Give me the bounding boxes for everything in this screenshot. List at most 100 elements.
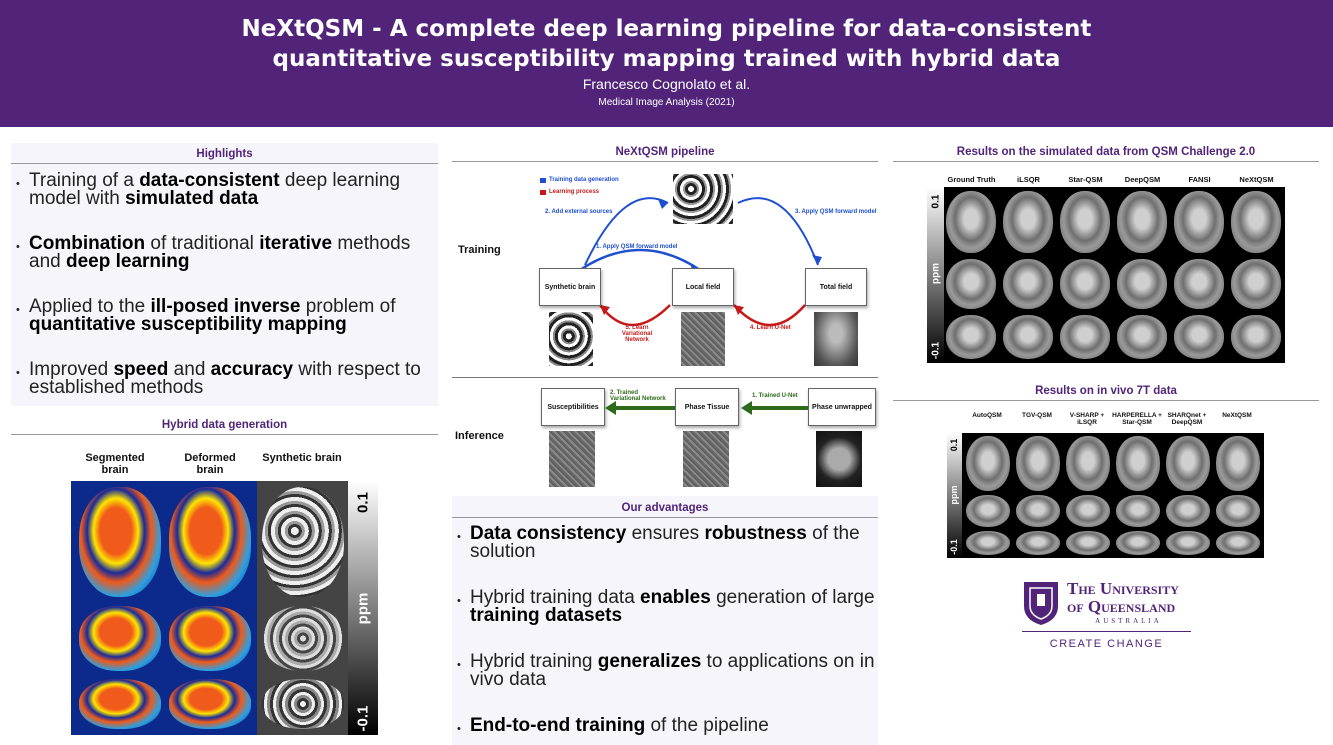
uq-wordmark: The University of Queensland: [1067, 580, 1179, 616]
pipeline-title: NeXtQSM pipeline: [452, 146, 878, 162]
title-line-1: NeXtQSM - A complete deep learning pipel…: [241, 16, 1092, 42]
training-synthetic-brain-image: [549, 312, 593, 366]
method-header: FANSI: [1188, 175, 1211, 184]
result-brain-slice: [1116, 436, 1160, 491]
deformed-brain-sagittal: [169, 679, 251, 729]
method-header: DeepQSM: [1124, 175, 1161, 184]
legend-gen-label: Training data generation: [549, 177, 619, 183]
segmented-brain-sagittal: [79, 679, 161, 729]
inference-phase-tissue-image: [683, 431, 729, 487]
segmented-brain-coronal: [79, 606, 161, 671]
highlights-title: Highlights: [11, 148, 438, 164]
uq-tagline: CREATE CHANGE: [1049, 638, 1164, 650]
method-header: TGV-QSM: [1022, 412, 1052, 419]
method-header: AutoQSM: [972, 412, 1002, 419]
pipeline-divider: [452, 377, 878, 378]
result-brain-slice: [1016, 531, 1060, 555]
advantages-title: Our advantages: [452, 502, 878, 518]
result-brain-slice: [1116, 495, 1160, 527]
hybrid-col-deformed: Deformed brain: [184, 452, 236, 476]
title-line-2: quantitative susceptibility mapping trai…: [272, 46, 1061, 72]
uq-line2: of Queensland: [1067, 597, 1176, 616]
result-brain-slice: [1066, 531, 1110, 555]
inference-arrows: [605, 401, 808, 415]
method-header: Ground Truth: [947, 175, 996, 184]
synthetic-brain-axial: [262, 487, 344, 597]
hybrid-col-segmented: Segmented brain: [85, 452, 145, 476]
result-brain-slice: [1166, 495, 1210, 527]
hybrid-cbar-bottom: -0.1: [354, 705, 372, 732]
hybrid-col-synthetic: Synthetic brain: [262, 452, 342, 464]
result-brain-slice: [946, 315, 996, 359]
vivo-results-title: Results on in vivo 7T data: [893, 385, 1319, 401]
method-header: Star-QSM: [1068, 175, 1103, 184]
highlight-item: Training of a data-consistent deep learn…: [13, 171, 437, 208]
step1-label: 1. Apply QSM forward model: [596, 244, 678, 250]
method-header: iLSQR: [1017, 175, 1040, 184]
box-phase-tissue: Phase Tissue: [675, 388, 739, 426]
result-brain-slice: [1117, 259, 1167, 309]
segmented-brain-axial: [79, 487, 161, 597]
training-local-field-image: [681, 312, 725, 366]
result-brain-slice: [946, 259, 996, 309]
hybrid-cbar-unit: ppm: [354, 592, 372, 625]
result-brain-slice: [1003, 315, 1053, 359]
uq-australia: AUSTRALIA: [1095, 617, 1162, 625]
inf-step1-label: 1. Trained U-Net: [752, 393, 798, 399]
synthetic-brain-coronal: [262, 606, 344, 671]
step3-label: 3. Apply QSM forward model: [795, 209, 877, 215]
inference-phase-unwrapped-image: [816, 431, 862, 487]
highlight-item: Combination of traditional iterative met…: [13, 234, 437, 271]
step5-label: 5. Learn Variational Network: [621, 325, 653, 343]
step2-label: 2. Add external sources: [545, 209, 613, 215]
advantage-item: Hybrid training data enables generation …: [454, 588, 876, 625]
box-total-field: Total field: [805, 268, 867, 306]
method-header: NeXtQSM: [1222, 412, 1252, 419]
uq-divider: [1022, 631, 1191, 632]
synthetic-brain-sagittal: [262, 679, 344, 729]
legend-gen-swatch: [540, 178, 546, 183]
result-brain-slice: [1216, 495, 1260, 527]
sim-results-title: Results on the simulated data from QSM C…: [893, 146, 1319, 162]
segmented-deformed-images: [71, 481, 257, 735]
method-header: SHARQnet + DeepQSM: [1167, 412, 1207, 426]
method-header: V-SHARP + iLSQR: [1069, 412, 1105, 426]
step4-label: 4. Learn U-Net: [750, 325, 791, 331]
sim-cbar-unit: ppm: [930, 262, 942, 285]
sim-cbar-top: 0.1: [930, 194, 942, 209]
hybrid-cbar-top: 0.1: [354, 492, 372, 513]
advantage-item: End-to-end training of the pipeline: [454, 716, 876, 738]
advantage-item: Data consistency ensures robustness of t…: [454, 524, 876, 561]
result-brain-slice: [1003, 191, 1053, 253]
advantage-item: Hybrid training generalizes to applicati…: [454, 652, 876, 689]
sim-colorbar: [927, 187, 944, 363]
highlights-list: Training of a data-consistent deep learn…: [13, 171, 437, 424]
result-brain-slice: [1066, 436, 1110, 491]
result-brain-slice: [946, 191, 996, 253]
result-brain-slice: [966, 531, 1010, 555]
vivo-results-grid: [947, 433, 1264, 558]
result-brain-slice: [1174, 259, 1224, 309]
result-brain-slice: [966, 436, 1010, 491]
result-brain-slice: [1116, 531, 1160, 555]
method-header: HARPERELLA + Star-QSM: [1112, 412, 1162, 426]
external-sources-image: [673, 174, 733, 224]
inference-susceptibilities-image: [549, 431, 595, 487]
result-brain-slice: [1003, 259, 1053, 309]
result-brain-slice: [1231, 315, 1281, 359]
result-brain-slice: [1060, 259, 1110, 309]
training-label: Training: [458, 244, 501, 256]
highlight-item: Applied to the ill-posed inverse problem…: [13, 297, 437, 334]
inference-label: Inference: [455, 430, 504, 442]
result-brain-slice: [1060, 315, 1110, 359]
result-brain-slice: [1016, 495, 1060, 527]
deformed-brain-axial: [169, 487, 251, 597]
deformed-brain-coronal: [169, 606, 251, 671]
inf-step2-label: 2. Trained Variational Network: [610, 390, 666, 402]
result-brain-slice: [1166, 531, 1210, 555]
legend-learn-label: Learning process: [549, 189, 600, 195]
training-total-field-image: [814, 312, 858, 366]
legend-learn-swatch: [540, 190, 546, 195]
result-brain-slice: [966, 495, 1010, 527]
result-brain-slice: [1216, 531, 1260, 555]
